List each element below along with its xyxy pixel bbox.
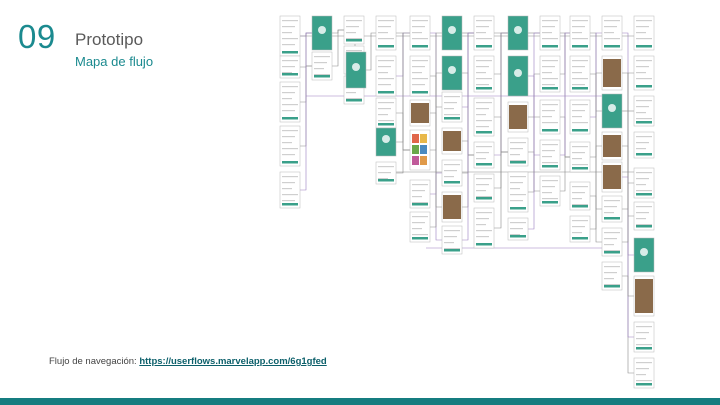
flow-screen-thumbnail <box>569 215 591 243</box>
user-flow-diagram <box>279 15 655 389</box>
flow-screen-thumbnail <box>441 127 463 155</box>
flow-screen-thumbnail <box>633 357 655 389</box>
footnote: Flujo de navegación: https://userflows.m… <box>49 356 327 367</box>
flow-screen-thumbnail <box>539 99 561 135</box>
flow-connector <box>622 182 634 243</box>
flow-connector <box>622 275 634 297</box>
flow-screen-thumbnail <box>441 159 463 187</box>
flow-screen-thumbnail <box>473 141 495 169</box>
flow-screen-thumbnail <box>441 225 463 255</box>
flow-screen-thumbnail <box>473 97 495 137</box>
flow-connector <box>366 32 376 71</box>
flow-screen-thumbnail <box>601 161 623 193</box>
flow-screen-thumbnail <box>409 211 431 243</box>
flow-screen-thumbnail <box>441 55 463 91</box>
flow-screen-thumbnail <box>569 141 591 173</box>
flow-screen-thumbnail <box>507 55 529 97</box>
flow-screen-thumbnail <box>311 51 333 81</box>
flow-screen-thumbnail <box>279 125 301 167</box>
flow-screen-thumbnail <box>601 261 623 291</box>
flow-screen-thumbnail <box>473 207 495 249</box>
flow-connector <box>622 72 634 210</box>
flow-connector <box>560 156 570 192</box>
flow-screen-thumbnail <box>633 167 655 199</box>
flow-connector <box>332 29 344 67</box>
flow-connector <box>430 32 442 228</box>
flow-screen-thumbnail <box>539 175 561 207</box>
flow-screen-thumbnail <box>507 101 529 133</box>
footnote-label: Flujo de navegación: <box>49 356 140 367</box>
flow-screen-thumbnail <box>375 161 397 185</box>
flow-screen-thumbnail <box>569 15 591 51</box>
flow-screen-thumbnail <box>375 55 397 97</box>
flow-screen-thumbnail <box>279 55 301 79</box>
flow-screen-thumbnail <box>633 321 655 353</box>
flow-screen-thumbnail <box>473 173 495 203</box>
slide-subtitle: Mapa de flujo <box>75 54 154 69</box>
slide-title: Prototipo <box>75 30 144 49</box>
flow-connector <box>462 32 474 241</box>
flow-connector <box>494 32 508 229</box>
flow-screen-thumbnail <box>601 227 623 257</box>
flow-screen-thumbnail <box>633 201 655 231</box>
flow-screen-thumbnail <box>345 51 367 89</box>
flow-screen-thumbnail <box>507 217 529 241</box>
flow-screen-thumbnail <box>601 93 623 129</box>
flow-connector <box>528 32 540 230</box>
flow-screen-thumbnail <box>569 99 591 135</box>
bottom-accent-bar <box>0 398 720 405</box>
userflow-link[interactable]: https://userflows.marvelapp.com/6g1gfed <box>139 356 327 367</box>
flow-screen-thumbnail <box>311 15 333 51</box>
flow-screen-thumbnail <box>409 129 431 171</box>
flow-screen-thumbnail <box>409 15 431 51</box>
flow-connector <box>396 32 410 143</box>
flow-screen-thumbnail <box>409 99 431 127</box>
flow-connector <box>300 32 312 191</box>
flow-connectors <box>284 29 646 374</box>
flow-screen-thumbnail <box>601 131 623 161</box>
flow-screen-thumbnail <box>569 55 591 93</box>
flow-connector <box>590 72 602 230</box>
flow-screen-thumbnail <box>375 97 397 129</box>
flow-screen-thumbnail <box>633 95 655 127</box>
flow-screen-thumbnail <box>569 181 591 211</box>
flow-screen-thumbnail <box>539 139 561 171</box>
flow-screen-thumbnail <box>441 191 463 223</box>
flow-screens <box>279 15 655 389</box>
flow-screen-thumbnail <box>343 15 365 45</box>
flow-screen-thumbnail <box>409 55 431 97</box>
flow-connector <box>622 176 634 338</box>
flow-screen-thumbnail <box>601 15 623 51</box>
flow-screen-thumbnail <box>507 171 529 213</box>
flow-connector <box>396 149 410 174</box>
flow-screen-thumbnail <box>601 195 623 223</box>
flow-screen-thumbnail <box>633 131 655 159</box>
flow-screen-thumbnail <box>279 81 301 123</box>
flow-connector <box>560 32 570 156</box>
slide-number: 09 <box>18 18 56 55</box>
flow-screen-thumbnail <box>507 15 529 51</box>
flow-screen-thumbnail <box>473 15 495 51</box>
flow-screen-thumbnail <box>441 91 463 123</box>
flow-screen-thumbnail <box>409 179 431 209</box>
flow-screen-thumbnail <box>633 15 655 51</box>
flow-screen-thumbnail <box>441 15 463 51</box>
flow-screen-thumbnail <box>539 15 561 51</box>
flow-screen-thumbnail <box>601 55 623 91</box>
flow-screen-thumbnail <box>375 127 397 157</box>
flow-screen-thumbnail <box>279 15 301 57</box>
flow-screen-thumbnail <box>473 55 495 93</box>
flow-screen-thumbnail <box>539 55 561 93</box>
flow-screen-thumbnail <box>633 55 655 91</box>
flow-screen-thumbnail <box>633 275 655 317</box>
flow-screen-thumbnail <box>279 171 301 209</box>
flow-screen-thumbnail <box>633 237 655 273</box>
flow-screen-thumbnail <box>375 15 397 51</box>
flow-screen-thumbnail <box>507 137 529 167</box>
